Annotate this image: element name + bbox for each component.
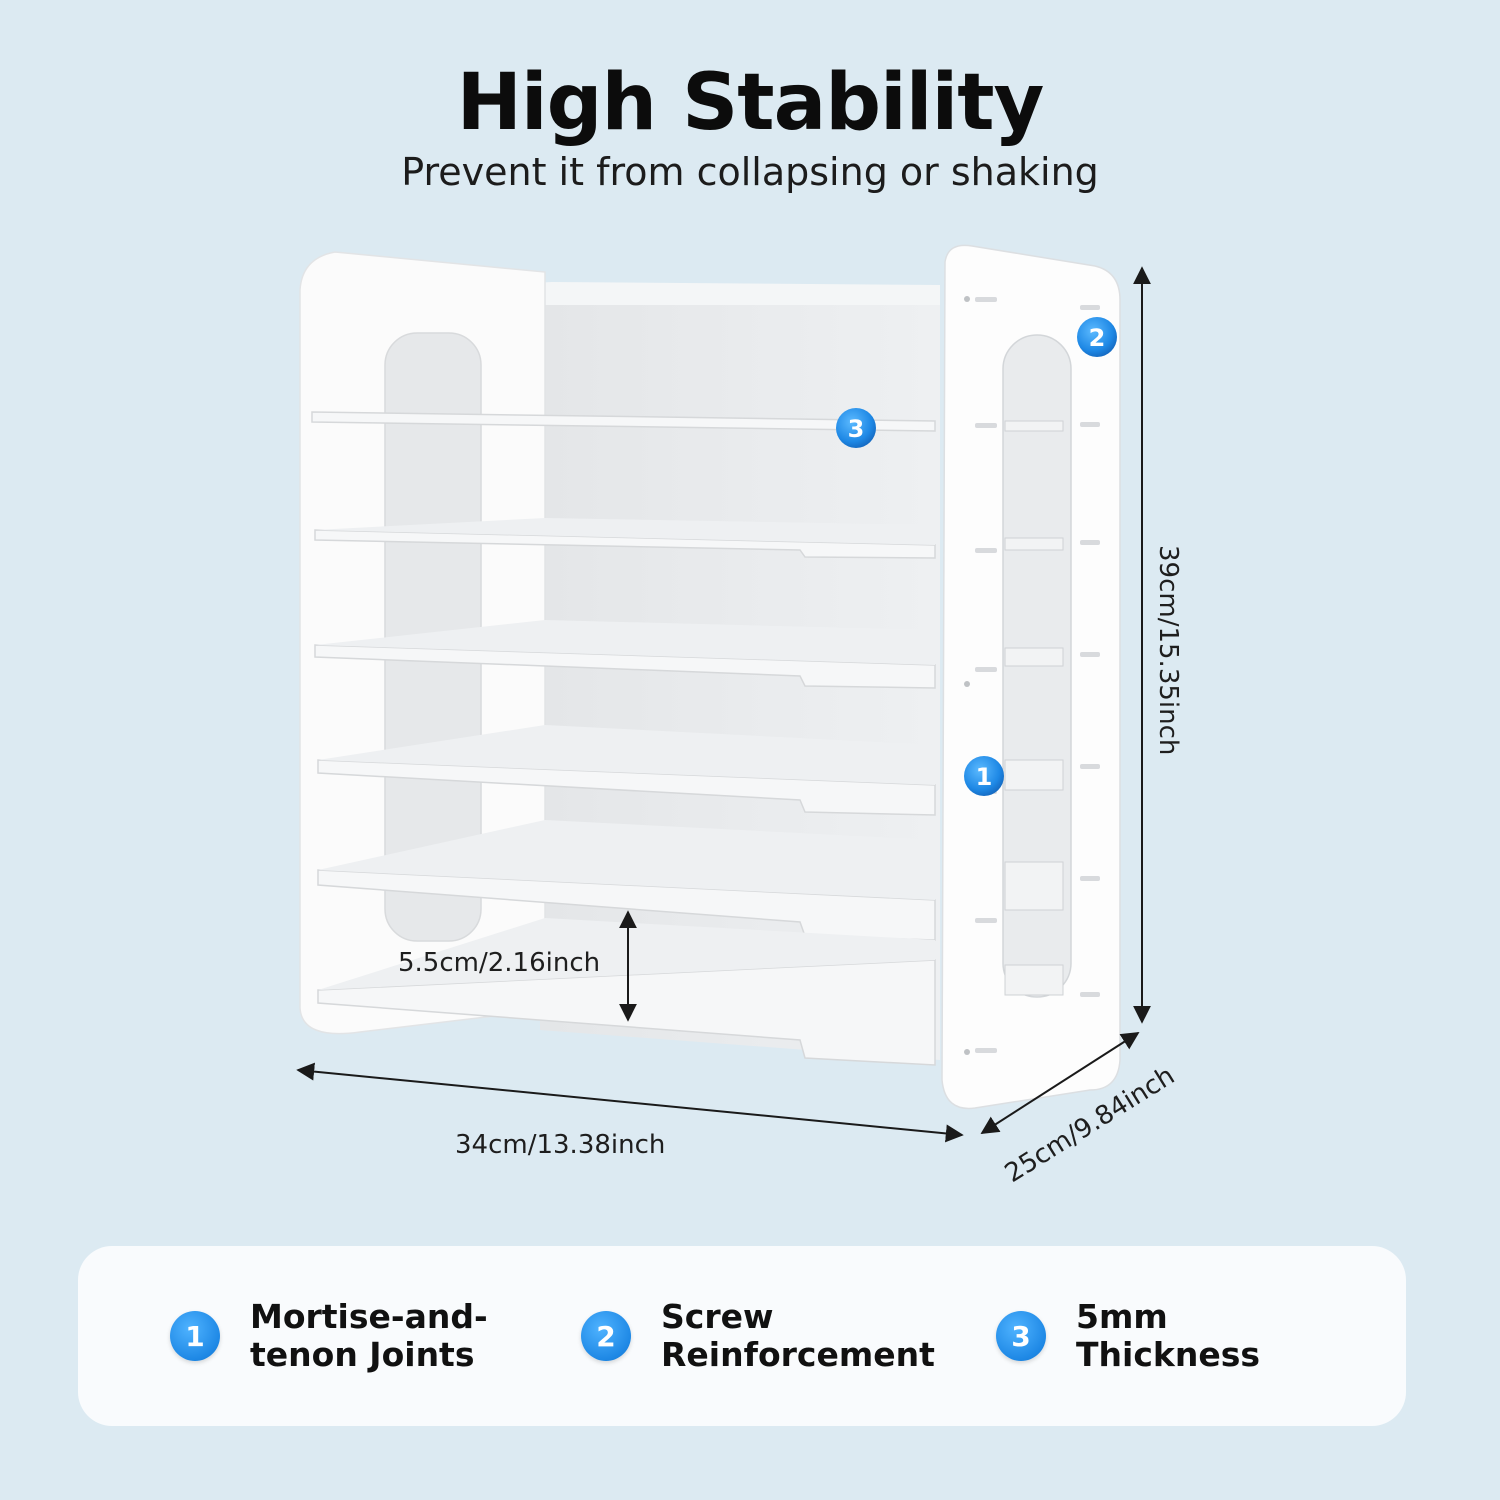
svg-text:3: 3 xyxy=(848,415,865,443)
feature-number-badge: 1 xyxy=(170,1311,220,1361)
height-label: 39cm/15.35inch xyxy=(1153,545,1183,755)
feature-label-line1: Mortise-and- xyxy=(250,1297,488,1336)
shelves xyxy=(311,411,936,1066)
organizer-body xyxy=(299,244,1121,1110)
page-title: High Stability xyxy=(456,58,1045,148)
callout-2: 2 xyxy=(1077,317,1117,357)
callout-3: 3 xyxy=(836,408,876,448)
feature-number-badge: 2 xyxy=(581,1311,631,1361)
svg-text:2: 2 xyxy=(1089,324,1106,352)
callout-1: 1 xyxy=(964,756,1004,796)
feature-label-line2: Thickness xyxy=(1076,1335,1260,1374)
feature-label-line1: Screw xyxy=(661,1297,774,1336)
feature-label-line2: tenon Joints xyxy=(250,1335,475,1374)
width-arrow xyxy=(296,1062,964,1143)
feature-mortise-tenon: 1 Mortise-and- tenon Joints xyxy=(170,1246,540,1426)
feature-thickness: 3 5mm Thickness xyxy=(996,1246,1366,1426)
depth-arrow xyxy=(980,1032,1140,1134)
feature-number-badge: 3 xyxy=(996,1311,1046,1361)
feature-screw-reinforcement: 2 Screw Reinforcement xyxy=(581,1246,951,1426)
page-subtitle: Prevent it from collapsing or shaking xyxy=(401,150,1099,194)
feature-label: Mortise-and- tenon Joints xyxy=(250,1298,540,1374)
feature-label-line1: 5mm xyxy=(1076,1297,1168,1336)
feature-label: Screw Reinforcement xyxy=(661,1298,951,1374)
file-organizer-illustration: 34cm/13.38inch 25cm/9.84inch 39cm/15.35i… xyxy=(296,244,1183,1189)
dimension-lines xyxy=(296,266,1151,1143)
feature-label: 5mm Thickness xyxy=(1076,1298,1366,1374)
shelf-gap-label: 5.5cm/2.16inch xyxy=(398,948,600,978)
svg-text:1: 1 xyxy=(976,763,993,791)
width-label: 34cm/13.38inch xyxy=(455,1130,665,1160)
features-panel: 1 Mortise-and- tenon Joints 2 Screw Rein… xyxy=(78,1246,1406,1426)
feature-label-line2: Reinforcement xyxy=(661,1335,935,1374)
